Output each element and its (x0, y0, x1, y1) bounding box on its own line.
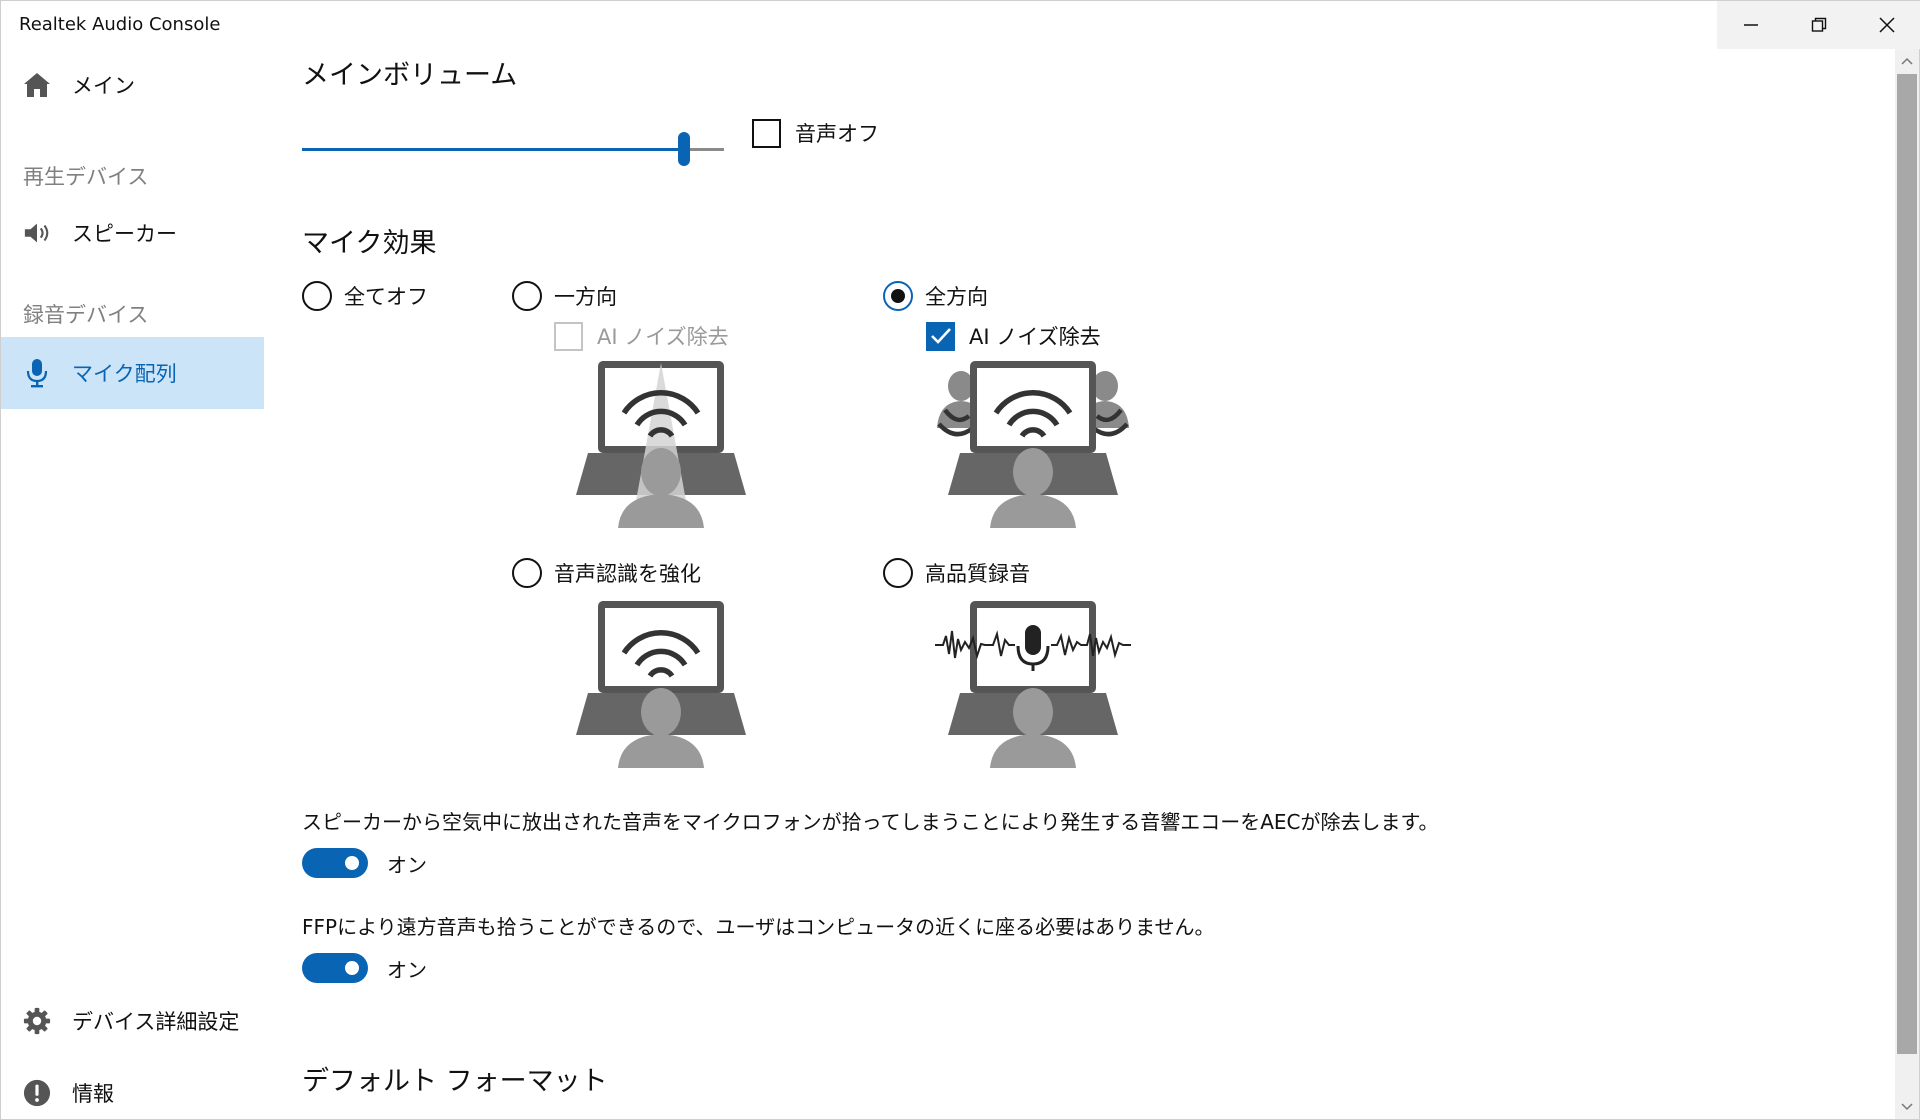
sidebar-item-info[interactable]: 情報 (1, 1057, 264, 1120)
speaker-icon (23, 219, 51, 247)
sidebar-item-label: メイン (72, 74, 135, 98)
gear-icon (23, 1007, 51, 1035)
mute-label: 音声オフ (795, 122, 879, 146)
sidebar-item-label: マイク配列 (72, 362, 177, 386)
playback-devices-heading: 再生デバイス (23, 165, 149, 189)
toggle-label: オン (387, 852, 427, 877)
checkbox-label: AI ノイズ除去 (597, 325, 729, 349)
scroll-up-button[interactable] (1895, 49, 1919, 73)
window-title: Realtek Audio Console (19, 14, 221, 35)
toggle-label: オン (387, 957, 427, 982)
radio-omnidirectional[interactable]: 全方向 (883, 281, 988, 311)
sidebar-item-label: スピーカー (72, 222, 177, 246)
restore-button[interactable] (1785, 1, 1853, 49)
radio-all-off[interactable]: 全てオフ (302, 281, 428, 311)
ffp-description: FFPにより遠方音声も拾うことができるので、ユーザはコンピュータの近くに座る必要… (302, 915, 1215, 939)
radio-ring (512, 281, 542, 311)
sidebar-item-advanced-settings[interactable]: デバイス詳細設定 (1, 985, 264, 1057)
ai-noise-reduction-directional-checkbox[interactable]: AI ノイズ除去 (554, 321, 729, 351)
default-format-heading: デフォルト フォーマット (302, 1066, 608, 1097)
minimize-icon (1744, 24, 1758, 26)
radio-label: 高品質録音 (925, 562, 1030, 586)
main-content: メインボリューム 音声オフ マイク効果 全てオフ 一方向 全方向 AI ノイズ除… (264, 49, 1894, 1120)
microphone-icon (23, 359, 51, 388)
main-volume-heading: メインボリューム (302, 60, 518, 91)
checkbox-box (752, 118, 781, 148)
toggle-switch[interactable] (302, 953, 368, 983)
radio-speech-recognition[interactable]: 音声認識を強化 (512, 558, 701, 588)
minimize-button[interactable] (1717, 1, 1785, 49)
ffp-toggle[interactable]: オン (302, 953, 427, 983)
checkbox-box (926, 321, 955, 351)
restore-icon (1811, 17, 1827, 32)
sidebar-item-main[interactable]: メイン (1, 49, 264, 121)
radio-ring (512, 558, 542, 588)
ai-noise-reduction-omni-checkbox[interactable]: AI ノイズ除去 (926, 321, 1101, 351)
radio-label: 全方向 (925, 285, 988, 309)
scrollbar-thumb[interactable] (1897, 74, 1917, 1054)
home-icon (23, 71, 51, 99)
radio-label: 一方向 (554, 285, 617, 309)
slider-track-remaining (684, 148, 724, 151)
sidebar-item-speaker[interactable]: スピーカー (1, 197, 264, 269)
title-bar: Realtek Audio Console (1, 1, 1920, 49)
mic-effects-heading: マイク効果 (302, 228, 437, 259)
toggle-switch[interactable] (302, 848, 368, 878)
high-quality-recording-illustration (935, 601, 1131, 768)
toggle-knob (345, 856, 359, 870)
radio-ring (883, 558, 913, 588)
sidebar-item-label: デバイス詳細設定 (72, 1010, 240, 1034)
aec-description: スピーカーから空気中に放出された音声をマイクロフォンが拾ってしまうことにより発生… (302, 810, 1439, 834)
aec-toggle[interactable]: オン (302, 848, 427, 878)
speech-recognition-illustration (576, 601, 746, 768)
recording-devices-heading: 録音デバイス (23, 303, 149, 327)
radio-ring (883, 281, 913, 311)
radio-dot (891, 289, 905, 303)
sidebar-item-label: 情報 (72, 1082, 114, 1106)
slider-thumb[interactable] (678, 132, 690, 166)
sidebar-item-mic-array[interactable]: マイク配列 (1, 337, 264, 409)
toggle-knob (345, 961, 359, 975)
directional-illustration (576, 361, 746, 528)
sidebar: メイン 再生デバイス スピーカー 録音デバイス マイク配列 デバイス詳細設定 (1, 49, 264, 1120)
close-button[interactable] (1853, 1, 1920, 49)
checkbox-box (554, 321, 583, 351)
omnidirectional-illustration (937, 361, 1129, 528)
scroll-down-button[interactable] (1895, 1095, 1919, 1119)
close-icon (1879, 17, 1895, 33)
window-controls (1717, 1, 1920, 49)
slider-track-filled (302, 148, 684, 151)
radio-label: 全てオフ (344, 285, 428, 309)
radio-label: 音声認識を強化 (554, 562, 701, 586)
radio-ring (302, 281, 332, 311)
checkbox-label: AI ノイズ除去 (969, 325, 1101, 349)
info-icon (23, 1079, 51, 1107)
radio-high-quality-recording[interactable]: 高品質録音 (883, 558, 1030, 588)
chevron-up-icon (1901, 57, 1913, 65)
radio-directional[interactable]: 一方向 (512, 281, 617, 311)
mute-checkbox[interactable]: 音声オフ (752, 118, 879, 148)
chevron-down-icon (1901, 1103, 1913, 1111)
main-volume-slider[interactable] (302, 131, 724, 167)
checkmark-icon (930, 328, 951, 344)
vertical-scrollbar[interactable] (1895, 49, 1919, 1119)
